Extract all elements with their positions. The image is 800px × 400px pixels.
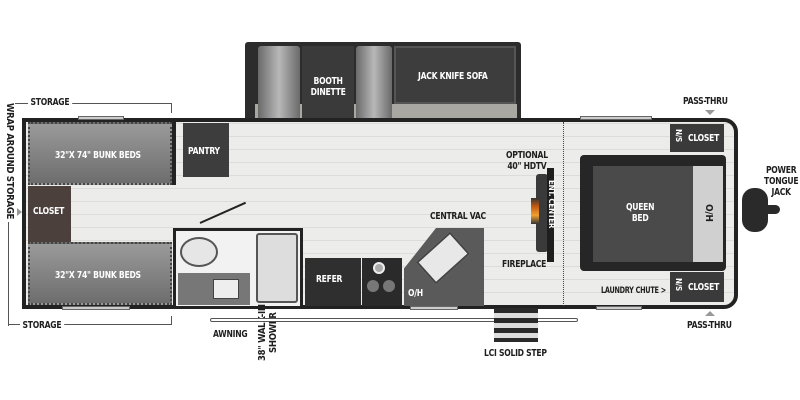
pass-thru-top-label: PASS-THRU xyxy=(683,96,728,107)
ent-center-label: ENT. CENTER xyxy=(547,180,556,229)
walk-in-shower xyxy=(256,233,298,303)
bedroom-oh-label: O/H xyxy=(703,204,714,222)
rear-closet-label: CLOSET xyxy=(33,206,65,217)
laundry-chute-label: LAUNDRY CHUTE > xyxy=(601,286,666,296)
pass-thru-bottom-label: PASS-THRU xyxy=(687,320,732,331)
bedroom-overhead xyxy=(693,166,723,262)
fireplace xyxy=(536,174,548,252)
burner-icon xyxy=(367,280,379,292)
storage-top-label: STORAGE xyxy=(28,97,72,108)
bunk-bed-top xyxy=(28,122,172,185)
closet-top-label: CLOSET xyxy=(688,133,720,144)
dinette-bench-left xyxy=(258,46,300,130)
dinette-bench-right xyxy=(356,46,392,130)
central-vac-label: CENTRAL VAC xyxy=(430,211,486,222)
refer-label: REFER xyxy=(316,274,343,285)
closet-top xyxy=(670,124,724,152)
burner-icon xyxy=(373,262,385,274)
bunk-bed-bottom xyxy=(28,242,172,305)
bath-sink xyxy=(213,279,239,299)
arrow-down-icon xyxy=(705,110,715,115)
closet-bottom-label: CLOSET xyxy=(688,282,720,293)
entry-step xyxy=(494,308,538,342)
window xyxy=(580,116,652,120)
booth-dinette-table xyxy=(302,46,354,128)
awning-label: AWNING xyxy=(213,329,248,340)
closet-bottom xyxy=(670,272,724,302)
fire-icon xyxy=(531,198,539,224)
bunk-wall xyxy=(172,122,176,185)
arrow-icon xyxy=(17,208,22,216)
awning-line xyxy=(210,318,578,322)
lci-solid-step-label: LCI SOLID STEP xyxy=(484,348,547,359)
jack-knife-sofa xyxy=(394,46,516,104)
refrigerator xyxy=(305,258,361,306)
storage-bottom-label: STORAGE xyxy=(20,320,64,331)
ns-top-label: N/S xyxy=(674,129,683,142)
bedroom-divider xyxy=(563,122,564,306)
burner-icon xyxy=(383,280,395,292)
window xyxy=(78,116,124,120)
window xyxy=(596,306,642,310)
window xyxy=(410,306,458,310)
jack-knife-sofa-label: JACK KNIFE SOFA xyxy=(418,71,488,82)
toilet xyxy=(180,237,218,267)
bunk-bed-bottom-label: 32"X 74" BUNK BEDS xyxy=(55,270,141,281)
arrow-up-icon xyxy=(705,311,715,316)
tongue-jack-icon xyxy=(742,188,768,232)
ns-bottom-label: N/S xyxy=(674,278,683,291)
storage-top-line xyxy=(8,103,172,113)
pantry-label: PANTRY xyxy=(188,146,220,157)
bunk-bed-top-label: 32"X 74" BUNK BEDS xyxy=(55,150,141,161)
entertainment-center xyxy=(547,168,554,262)
wrap-around-storage-label: WRAP AROUND STORAGE xyxy=(3,100,15,223)
queen-bed-mattress xyxy=(593,166,693,262)
tongue-jack-coupler xyxy=(764,205,780,214)
fireplace-label: FIREPLACE xyxy=(502,259,547,270)
rear-closet xyxy=(28,186,71,242)
pantry xyxy=(183,123,229,177)
kitchen-oh-label: O/H xyxy=(408,288,423,299)
storage-bottom-line xyxy=(8,316,172,325)
bathroom-wall xyxy=(173,228,303,306)
window xyxy=(62,306,130,310)
